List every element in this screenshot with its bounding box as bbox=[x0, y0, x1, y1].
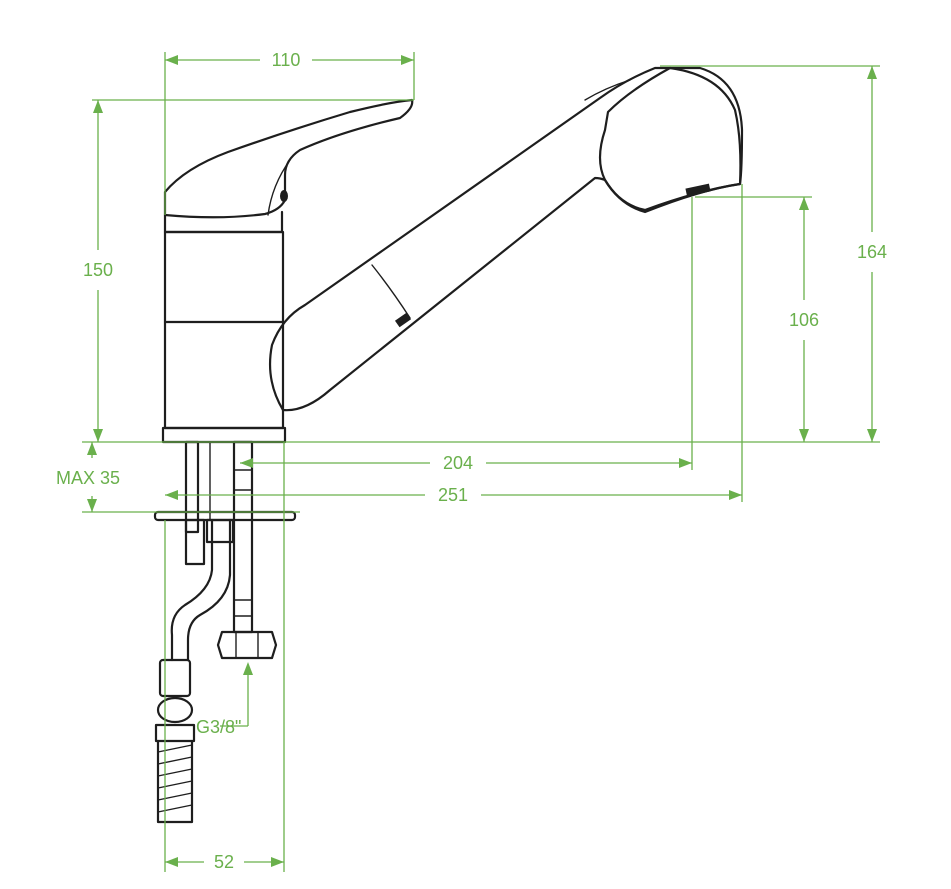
dim-150-label: 150 bbox=[83, 260, 113, 280]
spout-seam bbox=[371, 264, 411, 319]
body-cylinder bbox=[163, 230, 285, 430]
arrow bbox=[165, 490, 178, 500]
hex-nut bbox=[216, 630, 278, 660]
dimension-lines: 110 150 164 106 204 bbox=[56, 50, 887, 872]
arrow bbox=[799, 429, 809, 442]
lever-button bbox=[280, 190, 288, 202]
arrow bbox=[679, 458, 692, 468]
dim-thread-label: G3/8" bbox=[196, 717, 241, 737]
arrow bbox=[271, 857, 284, 867]
dim-52-label: 52 bbox=[214, 852, 234, 872]
arrow bbox=[165, 55, 178, 65]
arrow bbox=[93, 100, 103, 113]
arrow bbox=[867, 429, 877, 442]
hose-braid bbox=[157, 744, 193, 813]
lever-detail bbox=[267, 159, 291, 216]
arrow bbox=[799, 197, 809, 210]
spray-head-top-line bbox=[584, 79, 631, 101]
mounting-stud bbox=[184, 440, 200, 534]
hose-fitting bbox=[158, 658, 192, 698]
base-ring bbox=[161, 426, 287, 444]
arrow bbox=[87, 499, 97, 512]
spray-head bbox=[598, 66, 742, 214]
spout-arm bbox=[269, 66, 744, 412]
pipe-collar bbox=[205, 518, 235, 544]
arrow bbox=[240, 458, 253, 468]
dim-251-label: 251 bbox=[438, 485, 468, 505]
faucet-outline bbox=[153, 66, 744, 824]
mounting-plate bbox=[153, 510, 297, 522]
dim-164-label: 164 bbox=[857, 242, 887, 262]
dim-110-label: 110 bbox=[272, 50, 301, 70]
pipe-collar-lower bbox=[184, 518, 206, 566]
arrow bbox=[93, 429, 103, 442]
spout-button bbox=[394, 312, 412, 328]
hose-fitting-ring bbox=[156, 696, 194, 724]
hose-fitting-collar bbox=[154, 723, 196, 743]
arrow bbox=[867, 66, 877, 79]
spray-nozzle bbox=[685, 183, 711, 197]
arrow bbox=[87, 442, 97, 455]
arrow bbox=[165, 857, 178, 867]
lever-handle bbox=[163, 98, 414, 219]
bent-pipe bbox=[170, 518, 232, 662]
dim-204-label: 204 bbox=[443, 453, 473, 473]
arrow bbox=[401, 55, 414, 65]
arrow bbox=[243, 662, 253, 675]
dim-max35-label: MAX 35 bbox=[56, 468, 120, 488]
dim-106-label: 106 bbox=[789, 310, 819, 330]
arrow bbox=[729, 490, 742, 500]
